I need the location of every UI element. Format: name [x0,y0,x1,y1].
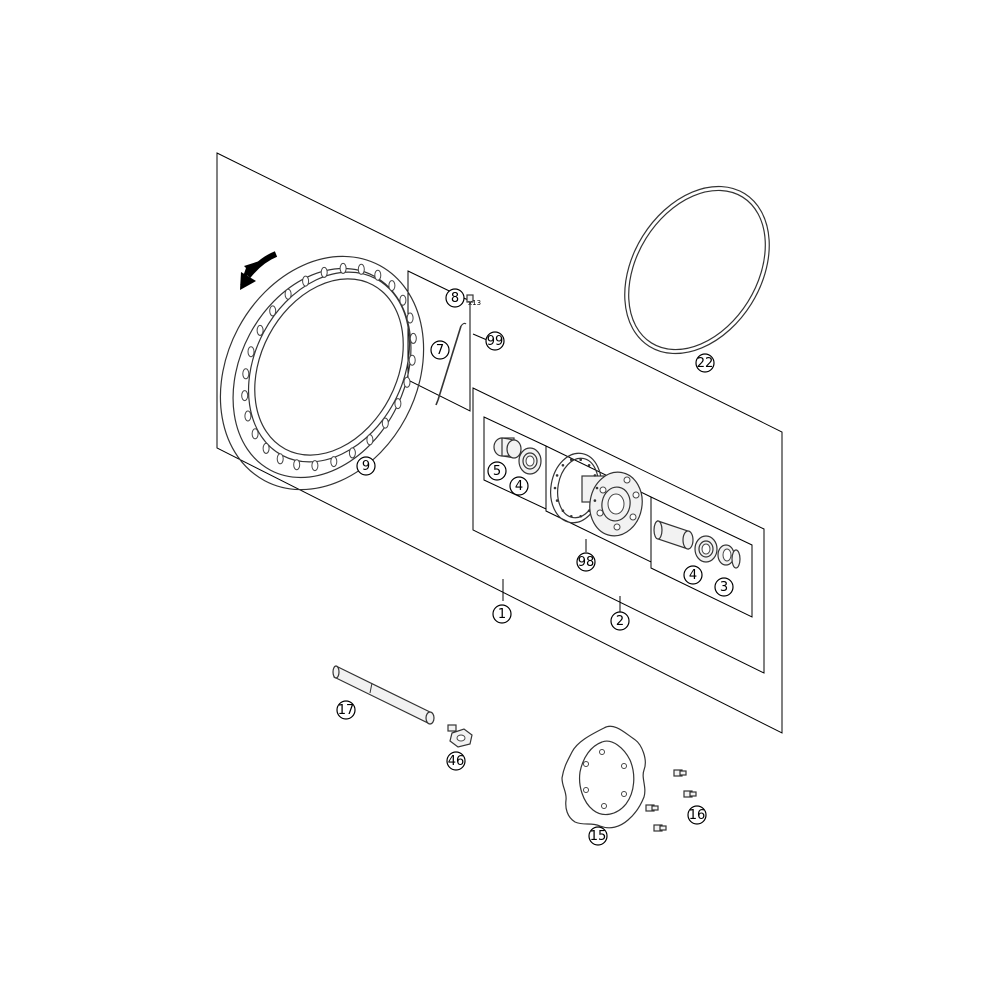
front-axle [332,665,435,725]
right-bearing-frame [650,496,753,618]
callout-number: 7 [436,343,444,358]
rim-spoke-hole [374,269,382,281]
hub-spoke-hole [593,499,597,502]
rim-spoke-hole [409,332,417,344]
rim-spoke-hole [247,346,255,358]
rim-spoke-hole [381,417,389,429]
callout-c99: 99 [485,331,505,351]
hub-spoke-hole [553,486,557,490]
callout-c15: 15 [588,826,608,846]
callout-c22: 22 [695,353,715,373]
callout-c5: 5 [487,461,507,481]
callout-number: 2 [616,614,624,629]
callout-c1: 1 [492,604,512,624]
rim-spoke-hole [262,442,270,454]
callout-number: 4 [515,479,523,494]
callout-c46: 46 [446,751,466,771]
hub-spoke-hole [561,509,565,512]
spoke-nipple [466,294,474,303]
right-spacer-sleeve [653,520,694,550]
callout-c3: 3 [714,577,734,597]
callout-number: 5 [493,464,501,479]
rim-spoke-hole [284,288,292,300]
left-spacer [493,437,522,459]
rim-spoke-hole [330,456,338,468]
callout-number: 8 [451,291,459,306]
disc-bolts [645,769,697,832]
hub-spoke-hole [561,464,565,467]
rim-spoke-hole [339,262,347,274]
rim-spoke-hole [256,324,264,336]
spoke [435,322,467,406]
axle-nut [447,724,473,748]
callout-number: 9 [362,459,370,474]
callout-c8: 8 [445,288,465,308]
callout-number: 46 [448,754,465,769]
rotation-arrow-icon [240,251,278,290]
rim-tape [624,185,770,355]
callout-number: 98 [578,555,595,570]
rim-spoke-hole [403,376,411,388]
brake-disc [561,725,646,829]
rim-spoke-hole [251,428,259,440]
callout-number: 99 [487,334,504,349]
hub-spoke-hole [570,515,573,518]
rim-spoke-hole [293,459,301,471]
callout-number: 17 [338,703,355,718]
rim-spoke-hole [357,263,365,275]
rim-spoke-hole [366,434,374,446]
hub-spoke-hole [595,486,599,490]
rim-spoke-hole [406,312,414,324]
hub-spoke-hole [593,474,597,477]
callout-c4b: 4 [683,565,703,585]
callout-number: 3 [720,580,728,595]
rim-spoke-hole [320,266,328,278]
rim-spoke-hole [388,280,396,292]
callout-c7: 7 [430,340,450,360]
callout-number: 15 [590,829,607,844]
callout-number: 16 [689,808,706,823]
wheel-assembly-frame [216,152,783,734]
rim-spoke-hole [311,460,319,472]
leader-lines [472,333,621,612]
callout-c17: 17 [336,700,356,720]
hub-spoke-hole [579,458,582,462]
rim-spoke-hole [241,390,249,402]
callout-c98: 98 [576,552,596,572]
hub-spoke-hole [587,509,591,512]
callout-number: 22 [697,356,714,371]
callout-number: 4 [689,568,697,583]
callout-c16: 16 [687,805,707,825]
spoke-quantity-label: x13 [468,299,481,307]
callout-c2: 2 [610,611,630,631]
hub-spoke-hole [579,515,582,518]
callout-c4a: 4 [509,476,529,496]
callout-number: 1 [498,607,506,622]
hub-spoke-hole [555,499,559,502]
hub-spoke-hole [587,464,591,467]
wheel-hub [550,452,643,537]
hub-spoke-hole [555,474,559,477]
rim-spoke-hole [269,305,277,317]
rim-spoke-hole [348,447,356,459]
rim-spoke-hole [399,294,407,306]
callout-c9: 9 [356,456,376,476]
hub-assembly-frame [472,387,765,674]
rim-spoke-hole [394,398,402,410]
hub-spoke-hole [570,458,573,462]
rim-spoke-hole [408,354,416,366]
wheel-rim [219,255,425,491]
rim-spoke-hole [302,275,310,287]
right-bearing [694,535,718,563]
rim-spoke-hole [276,453,284,465]
right-spacer [717,544,741,569]
left-bearing [518,447,542,475]
rim-spoke-hole [242,368,250,380]
rim-spoke-hole [244,410,252,422]
